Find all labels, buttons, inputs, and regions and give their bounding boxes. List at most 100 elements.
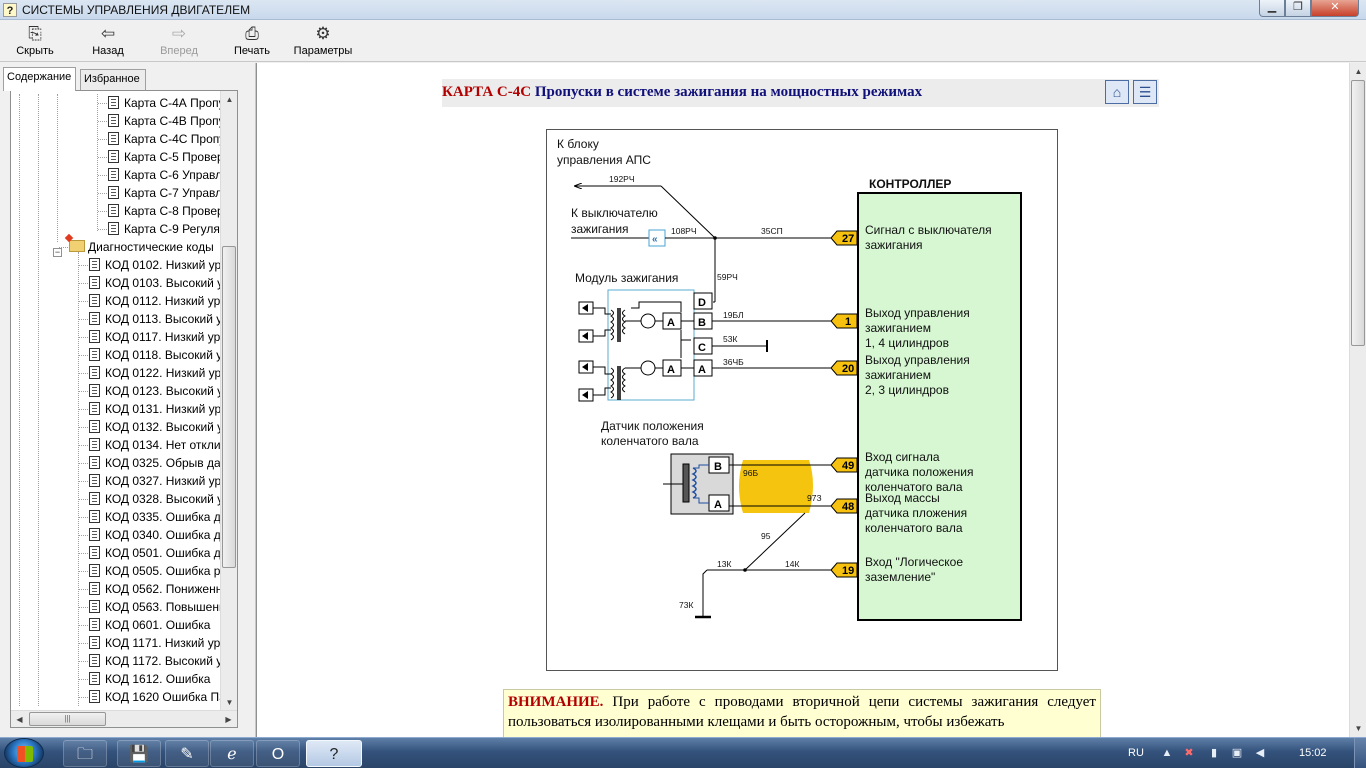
tree-item[interactable]: КОД 0340. Ошибка датчика (89, 526, 221, 544)
tree-item[interactable]: КОД 0335. Ошибка датчика (89, 508, 221, 526)
close-button[interactable]: ✕ (1311, 0, 1359, 17)
document-icon (108, 96, 119, 109)
document-icon (89, 510, 100, 523)
tree-item[interactable]: Карта С-9 Регулятор (108, 220, 221, 238)
forward-button[interactable]: ⇨ Вперед (158, 23, 200, 61)
document-icon (89, 600, 100, 613)
tree-item[interactable]: КОД 0562. Пониженное (89, 580, 221, 598)
device-icon[interactable]: ▣ (1231, 747, 1243, 759)
start-button[interactable] (4, 738, 44, 768)
document-icon (89, 420, 100, 433)
tab-contents[interactable]: Содержание (3, 67, 76, 91)
tree-item[interactable]: КОД 0122. Низкий уровень (89, 364, 221, 382)
controller-pin-description: зажиганием (865, 368, 931, 382)
taskbar-tools-button[interactable]: ✎ (165, 740, 209, 767)
show-desktop-button[interactable] (1354, 738, 1366, 768)
hscroll-thumb[interactable]: ||| (29, 712, 106, 726)
tree-item[interactable]: КОД 0505. Ошибка регулятора (89, 562, 221, 580)
scroll-down-arrow-icon[interactable]: ▼ (225, 698, 234, 707)
tab-favorites[interactable]: Избранное (80, 69, 146, 91)
tree-vertical-scrollbar[interactable]: ▲ ▼ (220, 91, 237, 711)
network-error-icon[interactable]: ✖ (1184, 747, 1194, 759)
content-scroll-thumb[interactable] (1351, 80, 1365, 346)
controller-pin-description: зажиганием (865, 321, 931, 335)
book-folder-icon (69, 240, 85, 252)
back-button[interactable]: ⇦ Назад (88, 23, 128, 61)
volume-icon[interactable]: ◀ (1255, 747, 1265, 759)
wire-108-label: 108РЧ (671, 226, 697, 236)
tree-item-label: КОД 0327. Низкий уровень (105, 474, 221, 488)
toolbar: ⎘ Скрыть ⇦ Назад ⇨ Вперед ⎙ Печать ⚙ Пар… (0, 20, 1366, 62)
options-button[interactable]: ⚙ Параметры (292, 23, 354, 61)
tree-item[interactable]: КОД 0601. Ошибка (89, 616, 210, 634)
tree-item[interactable]: Карта С-5 Проверка (108, 148, 221, 166)
tree-item[interactable]: КОД 0118. Высокий уровень (89, 346, 221, 364)
tree-item[interactable]: КОД 0328. Высокий уровень (89, 490, 221, 508)
tree-item[interactable]: КОД 1172. Высокий уровень (89, 652, 221, 670)
tree-item[interactable]: Карта С-7 Управление (108, 184, 221, 202)
tree-item[interactable]: КОД 1620 Ошибка ПЗУ (89, 688, 221, 706)
taskbar-opera-button[interactable]: O (256, 740, 300, 767)
minimize-button[interactable]: ▁ (1259, 0, 1285, 17)
tree-item[interactable]: КОД 0501. Ошибка датчика (89, 544, 221, 562)
content-vertical-scrollbar[interactable]: ▲ ▼ (1349, 63, 1366, 737)
scroll-left-arrow-icon[interactable]: ◀ (16, 715, 23, 724)
tree-item[interactable]: КОД 0123. Высокий уровень (89, 382, 221, 400)
tree-item[interactable]: КОД 0112. Низкий уровень (89, 292, 221, 310)
pane-splitter[interactable] (250, 63, 256, 737)
home-icon[interactable]: ⌂ (1105, 80, 1129, 104)
tree-item[interactable]: КОД 0131. Низкий уровень (89, 400, 221, 418)
controller-pin-1 (830, 313, 858, 329)
sensor-pin-b: B (714, 461, 722, 473)
contents-tree[interactable]: − Карта С-4А ПропускиКарта С-4В Пропуски… (10, 90, 238, 728)
scroll-right-arrow-icon[interactable]: ▶ (225, 715, 232, 724)
hide-button[interactable]: ⎘ Скрыть (14, 23, 56, 61)
taskbar-explorer-button[interactable]: 🗀 (63, 740, 107, 767)
scroll-thumb[interactable] (222, 246, 236, 568)
tree-item[interactable]: КОД 1612. Ошибка (89, 670, 210, 688)
maximize-button[interactable]: ❐ (1285, 0, 1311, 17)
scroll-up-arrow-icon[interactable]: ▲ (1354, 67, 1363, 76)
print-button[interactable]: ⎙ Печать (231, 23, 273, 61)
clock[interactable]: 15:02 (1299, 747, 1327, 759)
language-indicator[interactable]: RU (1128, 747, 1144, 759)
sensor-pin-a: A (714, 499, 722, 511)
tree-folder[interactable]: Диагностические коды (69, 238, 214, 256)
tree-item[interactable]: Карта С-8 Проверка (108, 202, 221, 220)
list-icon[interactable]: ☰ (1133, 80, 1157, 104)
taskbar-save-button[interactable]: 💾 (117, 740, 161, 767)
tree-item[interactable]: КОД 0117. Низкий уровень (89, 328, 221, 346)
tree-item[interactable]: Карта С-6 Управление (108, 166, 221, 184)
tree-item-label: Карта С-6 Управление (124, 168, 221, 182)
aps-label-1: К блоку (557, 137, 599, 151)
tray-expand-icon[interactable]: ▲ (1161, 747, 1173, 759)
scroll-down-arrow-icon[interactable]: ▼ (1354, 724, 1363, 733)
ignition-module-label: Модуль зажигания (575, 271, 678, 285)
tree-item[interactable]: Карта С-4В Пропуски (108, 112, 221, 130)
document-icon (89, 654, 100, 667)
document-icon (89, 528, 100, 541)
controller-pin-description: Вход "Логическое (865, 555, 963, 569)
tree-item[interactable]: Карта С-4С Пропуски (108, 130, 221, 148)
collapse-toggle[interactable]: − (53, 247, 62, 257)
tree-item[interactable]: КОД 0113. Высокий уровень (89, 310, 221, 328)
taskbar-help-button[interactable]: ? (306, 740, 362, 767)
wire-192-diag (660, 185, 716, 239)
help-app-icon[interactable]: ? (3, 3, 17, 17)
scroll-up-arrow-icon[interactable]: ▲ (225, 95, 234, 104)
tree-item[interactable]: КОД 1171. Низкий уровень (89, 634, 221, 652)
tree-item[interactable]: КОД 0132. Высокий уровень (89, 418, 221, 436)
taskbar-ie-button[interactable]: ℯ (210, 740, 254, 767)
tree-item[interactable]: Карта С-4А Пропуски (108, 94, 221, 112)
tree-item[interactable]: КОД 0134. Нет отклика (89, 436, 221, 454)
tree-item[interactable]: КОД 0327. Низкий уровень (89, 472, 221, 490)
tree-item[interactable]: КОД 0102. Низкий уровень (89, 256, 221, 274)
tree-item[interactable]: КОД 0563. Повышенное (89, 598, 221, 616)
controller-pin-20 (830, 360, 858, 376)
tree-item-label: КОД 0113. Высокий уровень (105, 312, 221, 326)
tree-horizontal-scrollbar[interactable]: ◀ ||| ▶ (11, 710, 237, 727)
signal-icon[interactable]: ▮ (1210, 747, 1218, 759)
tree-item-label: КОД 0103. Высокий уровень (105, 276, 221, 290)
tree-item[interactable]: КОД 0103. Высокий уровень (89, 274, 221, 292)
tree-item[interactable]: КОД 0325. Обрыв датчика (89, 454, 221, 472)
